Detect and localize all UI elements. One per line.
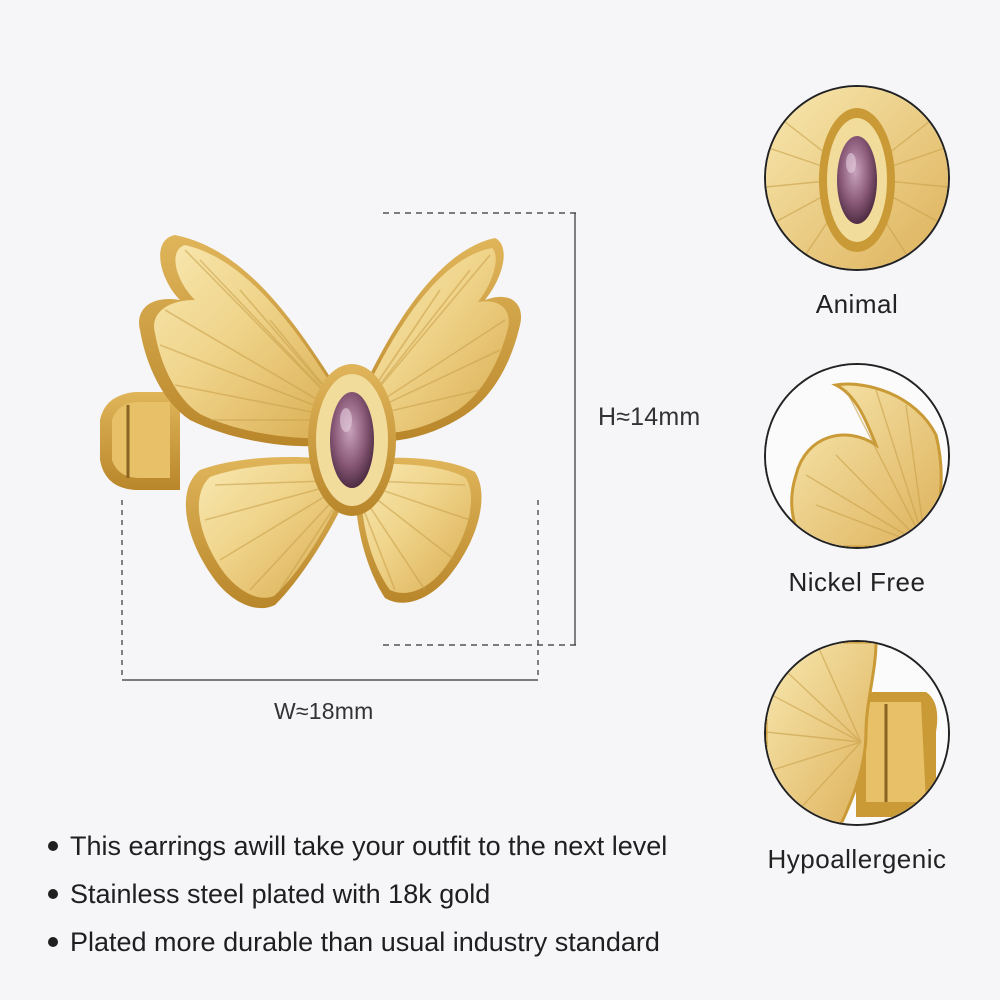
bullet-item: Plated more durable than usual industry … (48, 918, 748, 966)
feature-animal: Animal (757, 85, 957, 320)
bullet-dot-icon (48, 937, 58, 947)
bullet-item: This earrings awill take your outfit to … (48, 822, 748, 870)
gem-closeup-icon (764, 85, 950, 271)
feature-label: Animal (815, 289, 899, 319)
measurement-lines (121, 212, 578, 681)
feature-nickel-free: Nickel Free (757, 363, 957, 598)
bullet-text: Plated more durable than usual industry … (70, 926, 660, 957)
bullet-dot-icon (48, 889, 58, 899)
width-dimension-label: W≈18mm (274, 698, 374, 724)
feature-label: Hypoallergenic (767, 844, 947, 874)
earring-back (100, 392, 180, 490)
bullet-item: Stainless steel plated with 18k gold (48, 870, 748, 918)
height-dimension-label: H≈14mm (598, 403, 701, 431)
bullet-text: This earrings awill take your outfit to … (70, 830, 668, 861)
center-gem (308, 364, 396, 516)
feature-hypoallergenic: Hypoallergenic (757, 640, 957, 875)
butterfly-wings (139, 235, 522, 609)
feature-label: Nickel Free (788, 567, 926, 597)
wing-closeup-icon (764, 363, 950, 549)
bullet-text: Stainless steel plated with 18k gold (70, 878, 491, 909)
bullet-dot-icon (48, 841, 58, 851)
earring-back-closeup-icon (764, 640, 950, 826)
feature-bullet-list: This earrings awill take your outfit to … (48, 822, 748, 966)
